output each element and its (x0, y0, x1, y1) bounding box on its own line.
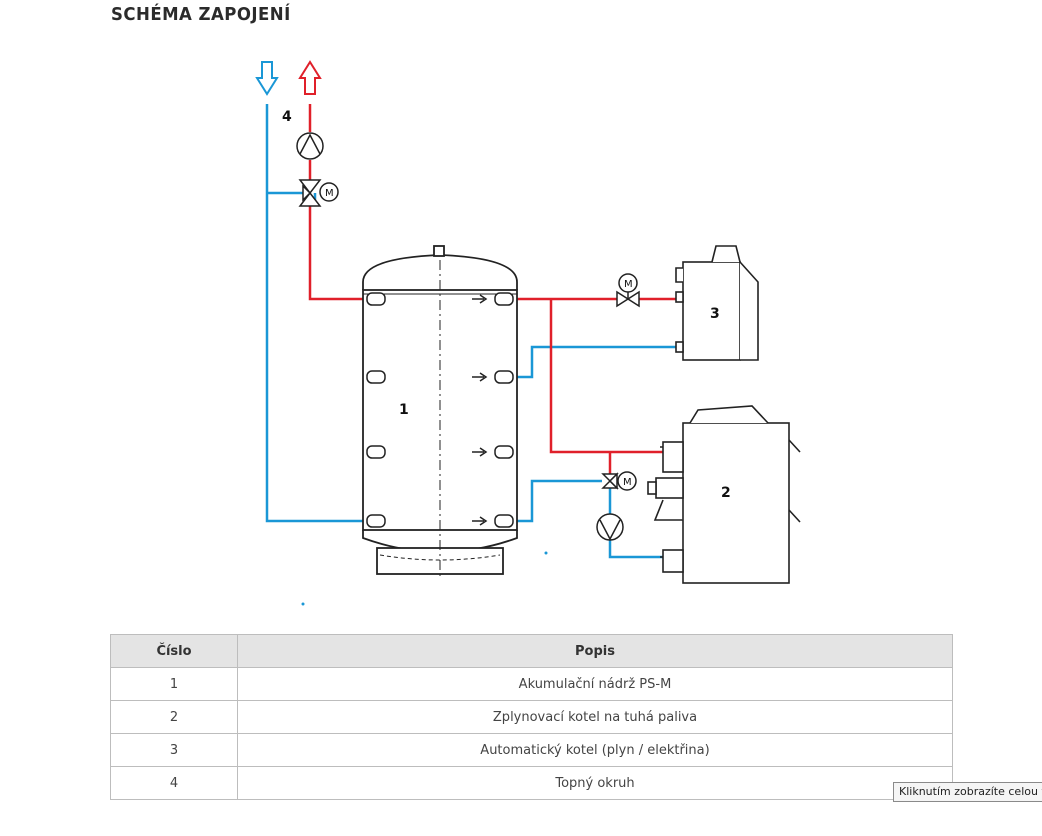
table-row: 3 Automatický kotel (plyn / elektřina) (110, 733, 953, 767)
row-number: 4 (110, 766, 238, 800)
column-header-description: Popis (237, 634, 953, 668)
supply-arrow-icon (298, 60, 322, 95)
three-way-valve-icon (298, 179, 339, 207)
motor-label: M (325, 188, 334, 199)
row-number: 3 (110, 733, 238, 767)
row-description: Zplynovací kotel na tuhá paliva (237, 700, 953, 734)
tooltip: Kliknutím zobrazíte celou ta (893, 782, 1042, 802)
pump-icon (296, 132, 324, 160)
table-header-row: Číslo Popis (110, 634, 953, 668)
row-description: Topný okruh (237, 766, 953, 800)
return-arrow-icon (255, 61, 279, 96)
legend-table: Číslo Popis 1 Akumulační nádrž PS-M 2 Zp… (110, 634, 953, 800)
tank-ports-left (366, 292, 386, 528)
row-description: Akumulační nádrž PS-M (237, 667, 953, 701)
column-header-number: Číslo (110, 634, 238, 668)
label-solid-fuel-boiler: 2 (721, 485, 731, 501)
cold-piping (265, 104, 680, 559)
motor-label: M (623, 477, 632, 488)
label-heating-circuit: 4 (282, 109, 292, 125)
boiler-pump-icon (596, 513, 624, 541)
automatic-boiler (675, 245, 759, 361)
motor-valve-icon (616, 273, 640, 308)
row-description: Automatický kotel (plyn / elektřina) (237, 733, 953, 767)
label-tank: 1 (399, 402, 409, 418)
solid-fuel-boiler (647, 405, 801, 584)
table-row: 2 Zplynovací kotel na tuhá paliva (110, 700, 953, 734)
table-row: 4 Topný okruh (110, 766, 953, 800)
mixing-valve-icon (601, 471, 637, 491)
tank-ports-right (472, 292, 514, 528)
accumulation-tank (362, 245, 518, 580)
row-number: 1 (110, 667, 238, 701)
connection-diagram: M M M 1 2 3 (255, 60, 801, 606)
table-row: 1 Akumulační nádrž PS-M (110, 667, 953, 701)
hot-piping (308, 104, 680, 474)
row-number: 2 (110, 700, 238, 734)
motor-label: M (624, 279, 633, 290)
page-title: SCHÉMA ZAPOJENÍ (111, 4, 291, 25)
label-automatic-boiler: 3 (710, 306, 720, 322)
